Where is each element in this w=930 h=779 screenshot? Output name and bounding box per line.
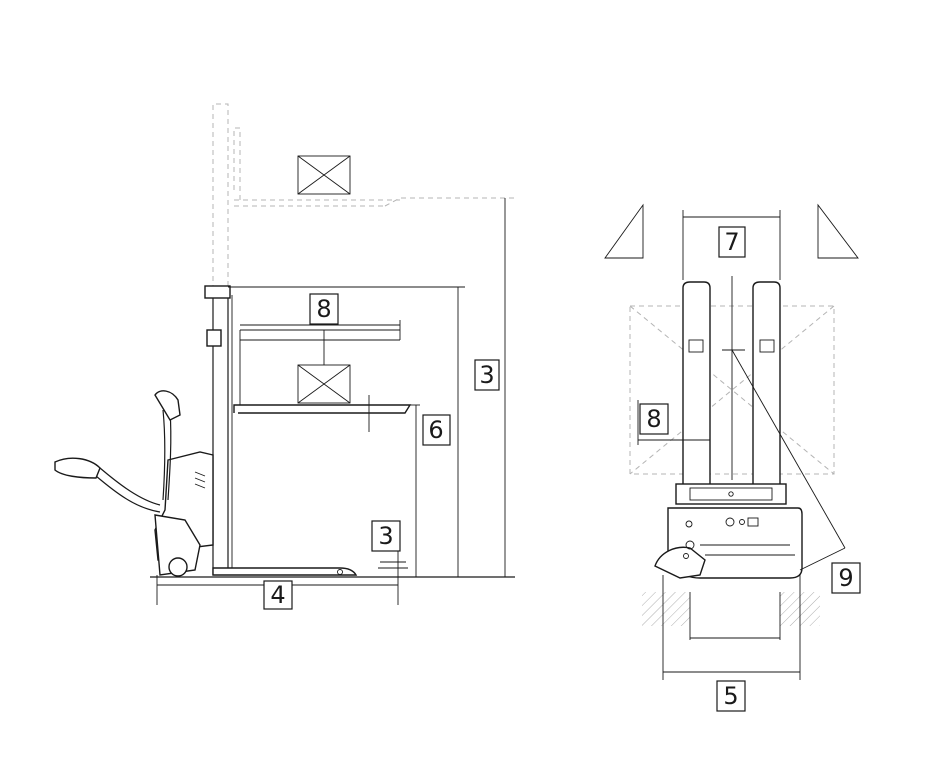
aisle-wall-right: [817, 203, 859, 259]
svg-text:8: 8: [316, 295, 331, 323]
svg-text:8: 8: [646, 405, 661, 433]
mast: [204, 285, 233, 575]
svg-text:4: 4: [270, 581, 285, 609]
tiller-head: [154, 390, 181, 421]
label-fork-height: 3: [371, 520, 401, 552]
aisle-wall-left: [604, 203, 644, 259]
truck-body: [54, 390, 358, 577]
side-view: 3 8 6 3 4: [54, 103, 515, 610]
tiller-top: [654, 546, 706, 579]
label-fork-spread: 7: [718, 226, 746, 258]
raised-load-box: [297, 155, 351, 195]
label-load-length-top: 8: [639, 403, 669, 435]
carriage-with-load: [233, 329, 412, 432]
label-overall-width: 5: [716, 680, 746, 712]
top-view: 7 8 9 5: [604, 203, 861, 712]
label-load-length-side: 8: [309, 293, 339, 325]
svg-text:9: 9: [838, 564, 853, 592]
tiller-lowered: [99, 467, 161, 506]
drive-wheel: [168, 557, 188, 577]
forks-top: [682, 276, 781, 484]
svg-text:3: 3: [479, 361, 494, 389]
tiller-head-lowered: [54, 457, 101, 479]
top-dimension-lines: [637, 210, 846, 680]
raised-mast-ghost: [212, 103, 515, 290]
label-lowered-height: 6: [422, 414, 451, 446]
truck-body-top: [654, 483, 803, 579]
label-overall-length: 4: [263, 580, 293, 610]
label-lift-height: 3: [474, 359, 500, 391]
svg-text:5: 5: [723, 682, 738, 710]
svg-text:7: 7: [724, 228, 739, 256]
label-turning-radius: 9: [831, 562, 861, 594]
fork: [212, 567, 358, 576]
svg-text:6: 6: [428, 416, 443, 444]
svg-text:3: 3: [378, 522, 393, 550]
